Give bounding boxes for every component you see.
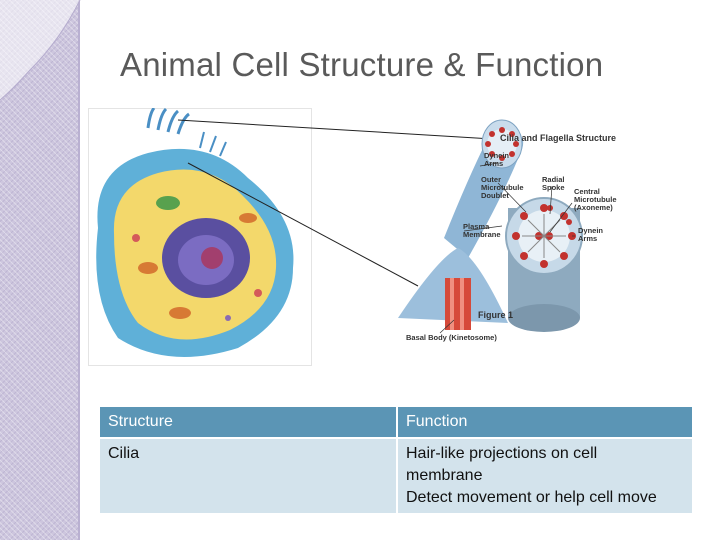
figure-number-label: Figure 1 bbox=[478, 310, 514, 320]
dynein-arms-right-label: Dynein Arms bbox=[578, 226, 604, 243]
function-line: membrane bbox=[406, 467, 483, 484]
cell-and-cilia-diagram bbox=[96, 108, 583, 357]
plasma-membrane-label: Plasma Membrane bbox=[463, 222, 501, 239]
corner-curl-decoration bbox=[0, 0, 81, 101]
basal-body-label: Basal Body (Kinetosome) bbox=[406, 333, 497, 342]
function-line: Detect movement or help cell move bbox=[406, 489, 657, 506]
side-band-edge bbox=[78, 0, 80, 540]
radial-spoke-label: Radial Spoke bbox=[542, 175, 565, 192]
central-microtubule-label: Central Microtubule (Axoneme) bbox=[574, 187, 617, 212]
cilium-illustration bbox=[398, 119, 524, 330]
function-line: Hair-like projections on cell bbox=[406, 445, 598, 462]
axoneme-cross-section bbox=[505, 197, 583, 332]
animal-cell-illustration bbox=[96, 108, 294, 357]
decorative-side-band bbox=[0, 0, 78, 540]
table-header-row: Structure Function bbox=[100, 407, 692, 437]
diagram-title: Cilia and Flagella Structure bbox=[500, 133, 617, 143]
header-function: Function bbox=[398, 407, 692, 437]
structure-function-table: Structure Function Cilia Hair-like proje… bbox=[98, 405, 694, 515]
cell-function: Hair-like projections on cell membrane D… bbox=[398, 439, 692, 513]
dynein-arms-label: Dynein Arms bbox=[484, 151, 510, 168]
outer-doublet-label: Outer Microtubule Doublet bbox=[481, 175, 524, 200]
table-row: Cilia Hair-like projections on cell memb… bbox=[100, 439, 692, 513]
cell-structure: Cilia bbox=[100, 439, 396, 513]
slide-title: Animal Cell Structure & Function bbox=[120, 46, 604, 83]
header-structure: Structure bbox=[100, 407, 396, 437]
